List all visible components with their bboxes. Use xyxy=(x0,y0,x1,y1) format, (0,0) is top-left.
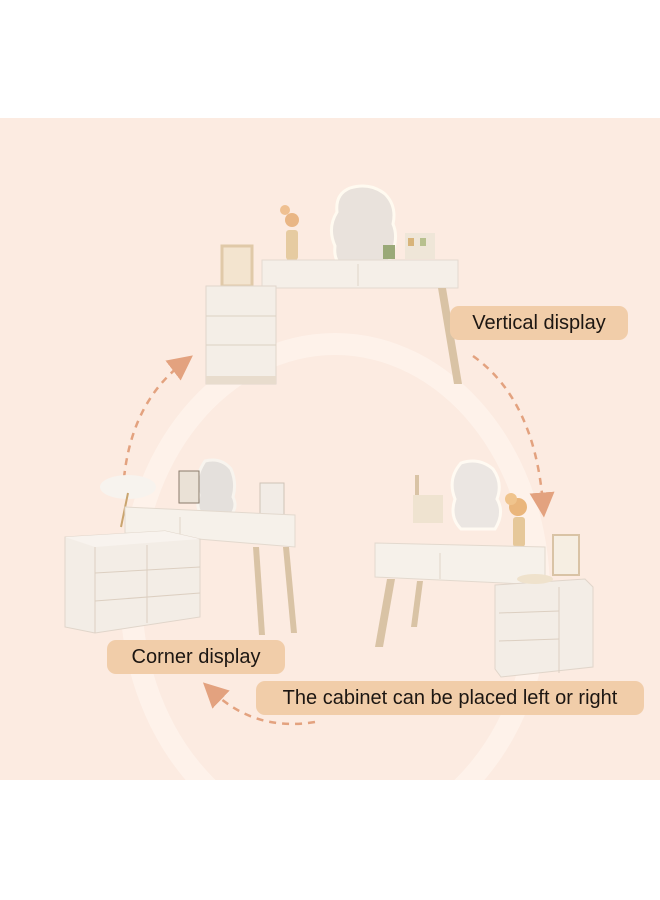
arrow-top-right xyxy=(472,354,555,518)
label-corner-display: Corner display xyxy=(107,640,285,674)
arrow-bottom xyxy=(202,682,316,726)
label-cabinet-left-right: The cabinet can be placed left or right xyxy=(256,681,644,715)
vanity-side-cabinet-image xyxy=(374,459,594,678)
label-vertical-text: Vertical display xyxy=(472,312,606,334)
arrow-top-left xyxy=(122,355,193,479)
label-cabinet-text: The cabinet can be placed left or right xyxy=(282,687,618,709)
vanity-vertical-image xyxy=(205,184,462,385)
label-vertical-display: Vertical display xyxy=(450,306,628,340)
vanity-corner-image xyxy=(64,458,297,635)
label-corner-text: Corner display xyxy=(131,646,261,668)
